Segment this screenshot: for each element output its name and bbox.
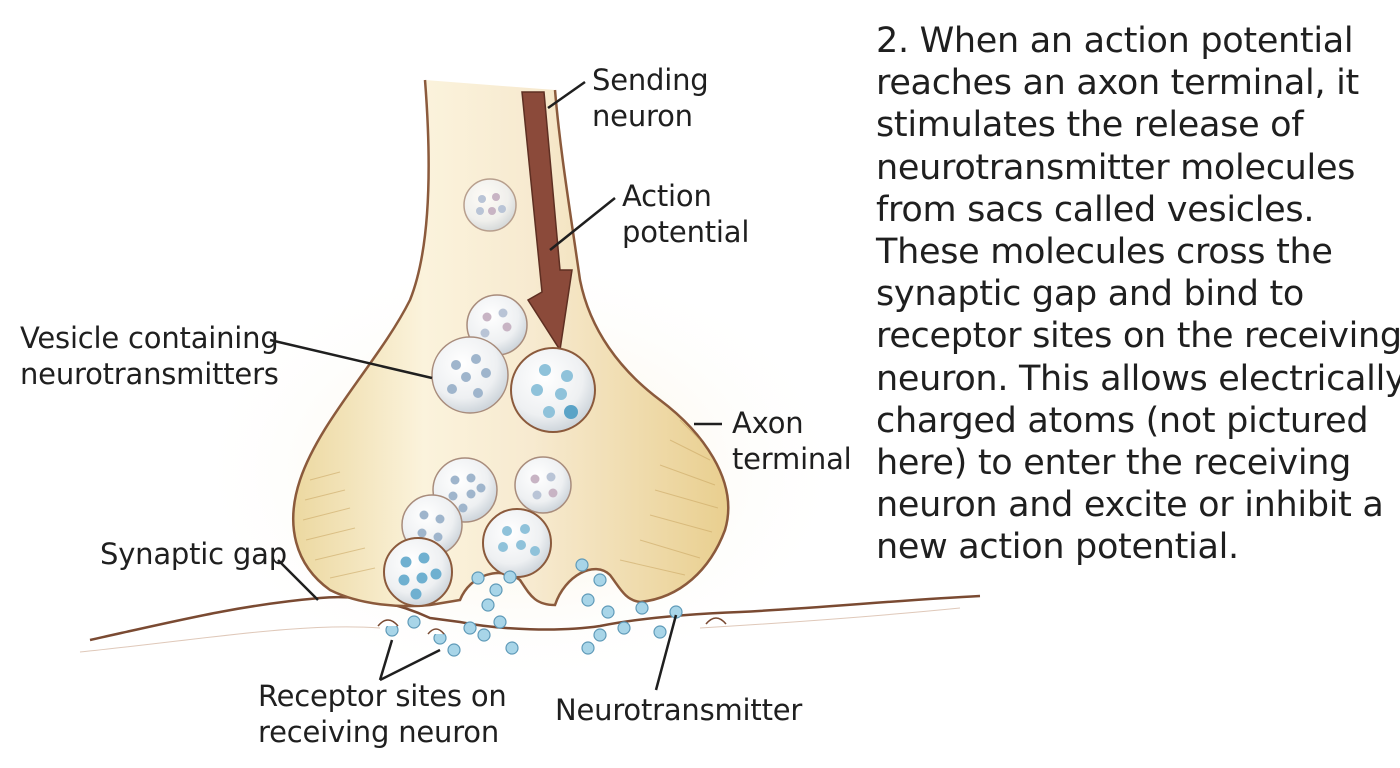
leader-vesicle	[269, 338, 433, 380]
description-line: receptor sites on the receiving	[876, 316, 1400, 357]
label-vesicle: Vesicle containing neurotransmitters	[20, 321, 279, 391]
description-line: stimulates the release of	[876, 105, 1304, 146]
released-neurotransmitters	[385, 558, 683, 657]
description-line: neurotransmitter molecules	[876, 147, 1356, 188]
description-line: These molecules cross the	[876, 232, 1333, 273]
description-line: new action potential.	[876, 527, 1239, 568]
description-text: 2. When an action potential reaches an a…	[876, 20, 1400, 569]
action-potential-arrow	[521, 91, 573, 353]
label-axon-terminal: Axon terminal	[732, 406, 852, 476]
leader-receptor-right	[379, 648, 441, 682]
description-line: synaptic gap and bind to	[876, 274, 1304, 315]
description-line: from sacs called vesicles.	[876, 189, 1315, 230]
description-line: charged atoms (not pictured	[876, 400, 1369, 441]
description-line: neuron and excite or inhibit a	[876, 485, 1384, 526]
vesicle	[510, 347, 596, 433]
label-action-potential: Action potential	[622, 179, 750, 249]
vesicle	[514, 456, 572, 514]
description-line: reaches an axon terminal, it	[876, 63, 1359, 104]
leader-receptor-left	[378, 639, 394, 681]
terminal-shading	[302, 419, 719, 579]
receiving-neuron-membrane	[89, 594, 981, 642]
description-line: neuron. This allows electrically	[876, 358, 1400, 399]
leader-neurotransmitter	[654, 614, 678, 691]
leader-lines	[269, 80, 722, 691]
vesicle	[431, 336, 509, 414]
vesicle	[383, 537, 453, 607]
label-receptor-sites: Receptor sites on receiving neuron	[258, 679, 507, 749]
receptor-sites	[377, 617, 727, 635]
leader-action-potential	[549, 197, 616, 251]
label-neurotransmitter: Neurotransmitter	[555, 693, 803, 727]
vesicle	[482, 508, 552, 578]
receiving-neuron-texture	[79, 607, 961, 653]
leader-synaptic-gap	[277, 559, 319, 601]
description-line: here) to enter the receiving	[876, 443, 1352, 484]
vesicles	[383, 178, 596, 607]
leader-sending-neuron	[547, 80, 586, 110]
vesicle	[463, 178, 517, 232]
label-sending-neuron: Sending neuron	[592, 63, 709, 133]
label-synaptic-gap: Synaptic gap	[100, 537, 287, 571]
description-line: 2. When an action potential	[876, 21, 1354, 61]
